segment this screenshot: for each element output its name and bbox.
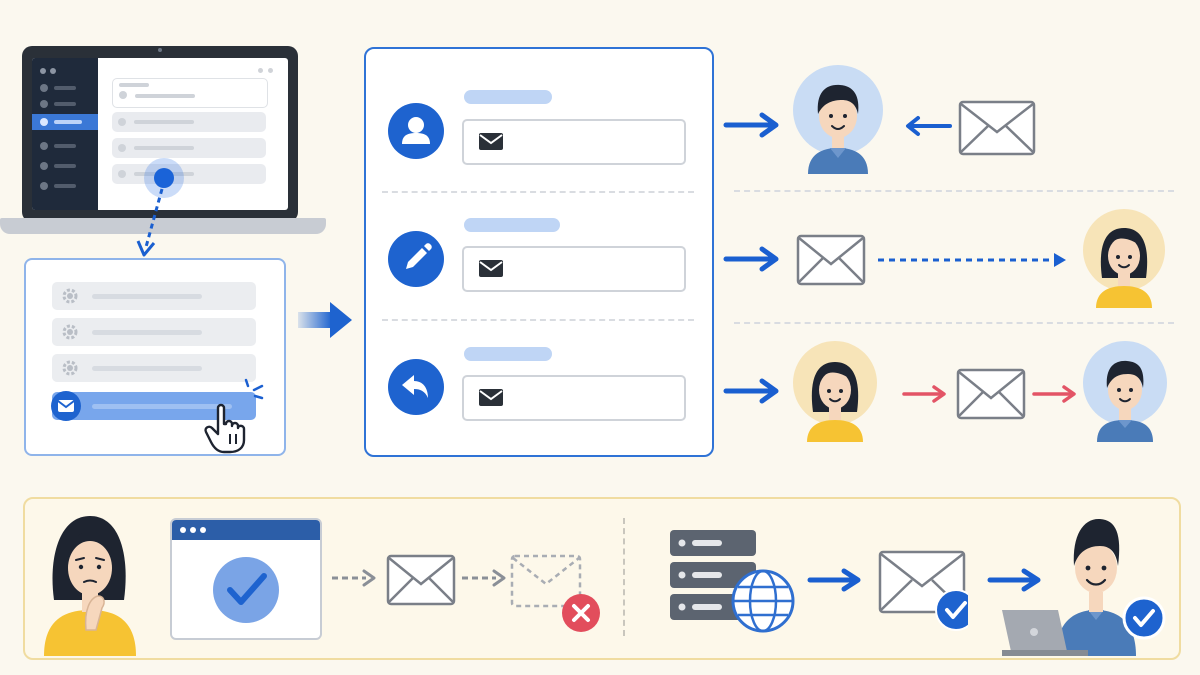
reply-icon xyxy=(402,375,428,398)
list-item[interactable] xyxy=(112,164,266,184)
arrow-right-red xyxy=(902,385,946,403)
dashed-arrow-right xyxy=(878,253,1066,267)
menu-item-settings[interactable] xyxy=(52,318,256,346)
arrow-right xyxy=(723,112,779,138)
envelope-check-icon xyxy=(878,550,968,631)
dashed-arrow-right xyxy=(332,569,376,587)
check-circle-icon xyxy=(213,557,279,623)
window-dot xyxy=(50,68,56,74)
envelope-icon xyxy=(479,389,503,406)
banner-divider xyxy=(623,518,625,636)
gear-icon xyxy=(62,288,78,304)
window-dot xyxy=(40,68,46,74)
gear-icon xyxy=(62,324,78,340)
person-woman-avatar xyxy=(793,341,877,442)
person-man-avatar xyxy=(793,65,883,174)
field-label xyxy=(464,218,560,232)
envelope-icon xyxy=(796,234,866,286)
email-field[interactable] xyxy=(462,246,686,292)
envelope-icon xyxy=(479,260,503,277)
sidebar-item[interactable] xyxy=(40,142,88,150)
gear-icon xyxy=(62,360,78,376)
envelope-icon xyxy=(386,554,456,606)
hand-pointer-icon xyxy=(204,403,246,454)
window-control xyxy=(258,68,263,73)
arrow-right xyxy=(807,568,861,592)
list-item[interactable] xyxy=(112,138,266,158)
person-man-avatar xyxy=(1083,341,1167,442)
laptop-camera xyxy=(158,48,162,52)
sidebar-item[interactable] xyxy=(40,84,88,92)
app-sidebar xyxy=(32,58,98,210)
x-icon xyxy=(562,594,600,632)
row-separator xyxy=(734,190,1174,192)
menu-item-settings[interactable] xyxy=(52,282,256,310)
globe-icon xyxy=(731,569,795,633)
sidebar-item-active[interactable] xyxy=(32,114,98,130)
sidebar-item[interactable] xyxy=(40,182,88,190)
laptop-screen xyxy=(22,46,298,222)
confused-person-icon xyxy=(44,516,136,656)
menu-item-settings[interactable] xyxy=(52,354,256,382)
envelope-icon xyxy=(51,391,81,421)
field-label xyxy=(464,347,552,361)
list-item-header xyxy=(112,78,268,108)
checkmark-browser-icon xyxy=(170,518,322,640)
section-divider xyxy=(382,319,694,321)
person-woman-avatar xyxy=(1083,209,1165,308)
server-icon xyxy=(670,530,756,620)
section-divider xyxy=(382,191,694,193)
dashed-arrow-down xyxy=(136,188,164,257)
window-control xyxy=(268,68,273,73)
gradient-arrow-right xyxy=(298,302,352,338)
laptop-base xyxy=(0,218,326,234)
action-button-compose[interactable] xyxy=(388,231,444,287)
click-sparks xyxy=(244,378,264,400)
arrow-left xyxy=(906,116,952,136)
pencil-icon xyxy=(406,243,432,269)
dashed-arrow-right xyxy=(462,569,506,587)
email-field[interactable] xyxy=(462,119,686,165)
envelope-icon xyxy=(958,100,1036,156)
action-button-reply[interactable] xyxy=(388,359,444,415)
field-label xyxy=(464,90,552,104)
person-laptop-icon xyxy=(1002,518,1166,656)
email-field[interactable] xyxy=(462,375,686,421)
list-item[interactable] xyxy=(112,112,266,132)
sidebar-item[interactable] xyxy=(40,100,88,108)
arrow-right xyxy=(723,378,779,404)
mouse-cursor-icon xyxy=(154,168,174,188)
action-button-user[interactable] xyxy=(388,103,444,159)
settings-menu-card xyxy=(24,258,286,456)
arrow-right xyxy=(723,246,779,272)
sidebar-item[interactable] xyxy=(40,162,88,170)
arrow-right xyxy=(987,568,1041,592)
envelope-icon xyxy=(956,368,1026,420)
envelope-icon xyxy=(479,133,503,150)
row-separator xyxy=(734,322,1174,324)
arrow-right-red xyxy=(1032,385,1076,403)
browser-title-bar xyxy=(172,520,320,540)
user-icon xyxy=(402,117,430,144)
email-actions-panel xyxy=(364,47,714,457)
app-window xyxy=(32,58,288,210)
failed-envelope-icon xyxy=(510,554,582,608)
